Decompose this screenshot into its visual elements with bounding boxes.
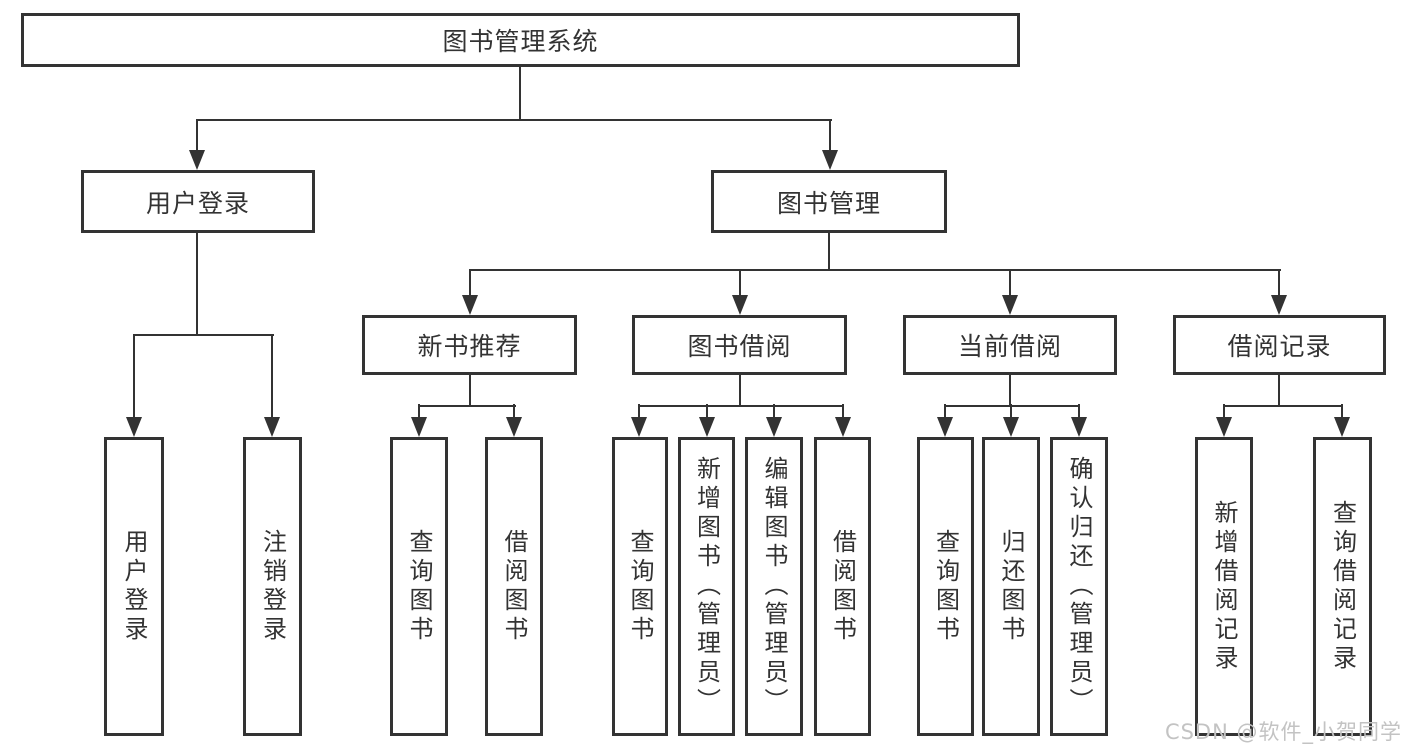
leaf-user-login: 用户登录 <box>104 437 164 736</box>
connector-line <box>638 405 844 407</box>
arrowhead-down-icon <box>766 417 782 437</box>
connector-line <box>842 404 844 420</box>
connector-line <box>1009 269 1011 297</box>
connector-line <box>1009 374 1011 407</box>
connector-line <box>944 405 1080 407</box>
arrowhead-down-icon <box>1071 417 1087 437</box>
connector-line <box>513 404 515 420</box>
leaf-borrow-books-2: 借阅图书 <box>814 437 871 736</box>
leaf-return-books: 归还图书 <box>982 437 1040 736</box>
leaf-label: 确认归还（管理员） <box>1065 456 1093 717</box>
connector-line <box>133 334 135 419</box>
leaf-query-borrow-record: 查询借阅记录 <box>1313 437 1372 736</box>
connector-line <box>1223 404 1225 420</box>
leaf-add-books-admin: 新增图书（管理员） <box>678 437 735 736</box>
connector-line <box>271 334 273 419</box>
arrowhead-down-icon <box>126 417 142 437</box>
leaf-query-books-3: 查询图书 <box>917 437 974 736</box>
node-borrow-records: 借阅记录 <box>1173 315 1386 375</box>
leaf-label: 编辑图书（管理员） <box>760 456 788 717</box>
arrowhead-down-icon <box>1003 417 1019 437</box>
connector-line <box>1278 374 1280 407</box>
arrowhead-down-icon <box>699 417 715 437</box>
leaf-label: 借阅图书 <box>828 528 857 645</box>
connector-line <box>1223 405 1343 407</box>
arrowhead-down-icon <box>732 295 748 315</box>
leaf-label: 新增图书（管理员） <box>692 456 721 717</box>
node-book-borrow: 图书借阅 <box>632 315 847 375</box>
connector-line <box>706 404 708 420</box>
connector-line <box>469 269 471 297</box>
node-user-login: 用户登录 <box>81 170 315 233</box>
node-library-system: 图书管理系统 <box>21 13 1020 67</box>
leaf-label: 归还图书 <box>997 528 1025 645</box>
connector-line <box>739 269 741 297</box>
connector-line <box>519 67 521 120</box>
leaf-label: 注销登录 <box>258 528 287 645</box>
arrowhead-down-icon <box>937 417 953 437</box>
node-new-book-recommend: 新书推荐 <box>362 315 577 375</box>
leaf-label: 查询图书 <box>626 528 654 645</box>
connector-line <box>418 404 420 420</box>
connector-line <box>739 374 741 407</box>
arrowhead-down-icon <box>462 295 478 315</box>
connector-line <box>196 119 832 121</box>
node-current-borrow: 当前借阅 <box>903 315 1117 375</box>
connector-line <box>773 404 775 420</box>
leaf-label: 查询借阅记录 <box>1328 499 1357 674</box>
connector-line <box>133 334 274 336</box>
connector-line <box>1341 404 1343 420</box>
leaf-query-books-2: 查询图书 <box>612 437 668 736</box>
connector-line <box>418 405 516 407</box>
connector-line <box>828 232 830 271</box>
arrowhead-down-icon <box>264 417 280 437</box>
arrowhead-down-icon <box>189 150 205 170</box>
leaf-query-books-1: 查询图书 <box>390 437 448 736</box>
connector-line <box>1278 269 1280 297</box>
leaf-label: 借阅图书 <box>500 528 528 645</box>
arrowhead-down-icon <box>1002 295 1018 315</box>
connector-line <box>469 269 1281 271</box>
connector-line <box>1078 404 1080 420</box>
arrowhead-down-icon <box>1334 417 1350 437</box>
connector-line <box>944 404 946 420</box>
connector-line <box>638 404 640 420</box>
leaf-label: 查询图书 <box>931 528 960 645</box>
arrowhead-down-icon <box>411 417 427 437</box>
connector-line <box>196 232 198 336</box>
leaf-borrow-books-1: 借阅图书 <box>485 437 543 736</box>
csdn-watermark: CSDN @软件_小贺同学 <box>1164 720 1402 744</box>
leaf-label: 新增借阅记录 <box>1210 499 1238 674</box>
connector-line <box>196 119 198 152</box>
arrowhead-down-icon <box>822 150 838 170</box>
connector-line <box>469 374 471 407</box>
arrowhead-down-icon <box>631 417 647 437</box>
connector-line <box>829 119 831 152</box>
leaf-confirm-return-admin: 确认归还（管理员） <box>1050 437 1108 736</box>
arrowhead-down-icon <box>1216 417 1232 437</box>
arrowhead-down-icon <box>835 417 851 437</box>
node-book-management: 图书管理 <box>711 170 947 233</box>
leaf-add-borrow-record: 新增借阅记录 <box>1195 437 1253 736</box>
leaf-label: 查询图书 <box>405 528 433 645</box>
leaf-logout: 注销登录 <box>243 437 302 736</box>
arrowhead-down-icon <box>506 417 522 437</box>
connector-line <box>1010 404 1012 420</box>
arrowhead-down-icon <box>1271 295 1287 315</box>
leaf-edit-books-admin: 编辑图书（管理员） <box>745 437 803 736</box>
leaf-label: 用户登录 <box>120 528 148 645</box>
